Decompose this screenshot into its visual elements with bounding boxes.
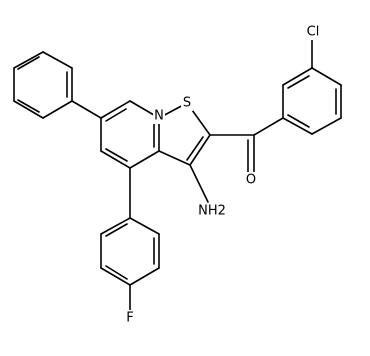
- sulfur-label: S: [183, 96, 191, 111]
- phenyl-pyridine-bond: [71, 100, 102, 119]
- thiophene-ring: [158, 102, 211, 166]
- amine-label: NH2: [198, 204, 226, 219]
- chlorophenyl-ring: [282, 67, 342, 135]
- pyridine-ring: [100, 100, 160, 169]
- fluorine-label: F: [126, 311, 133, 326]
- phenyl-ring: [13, 51, 73, 119]
- chlorophenyl-link-bond: [253, 117, 284, 136]
- amine-bond: [189, 164, 209, 203]
- oxygen-label: O: [246, 173, 256, 188]
- fluorophenyl-ring: [100, 217, 160, 286]
- chlorine-label: Cl: [307, 25, 320, 40]
- nitrogen-label: N: [154, 109, 164, 124]
